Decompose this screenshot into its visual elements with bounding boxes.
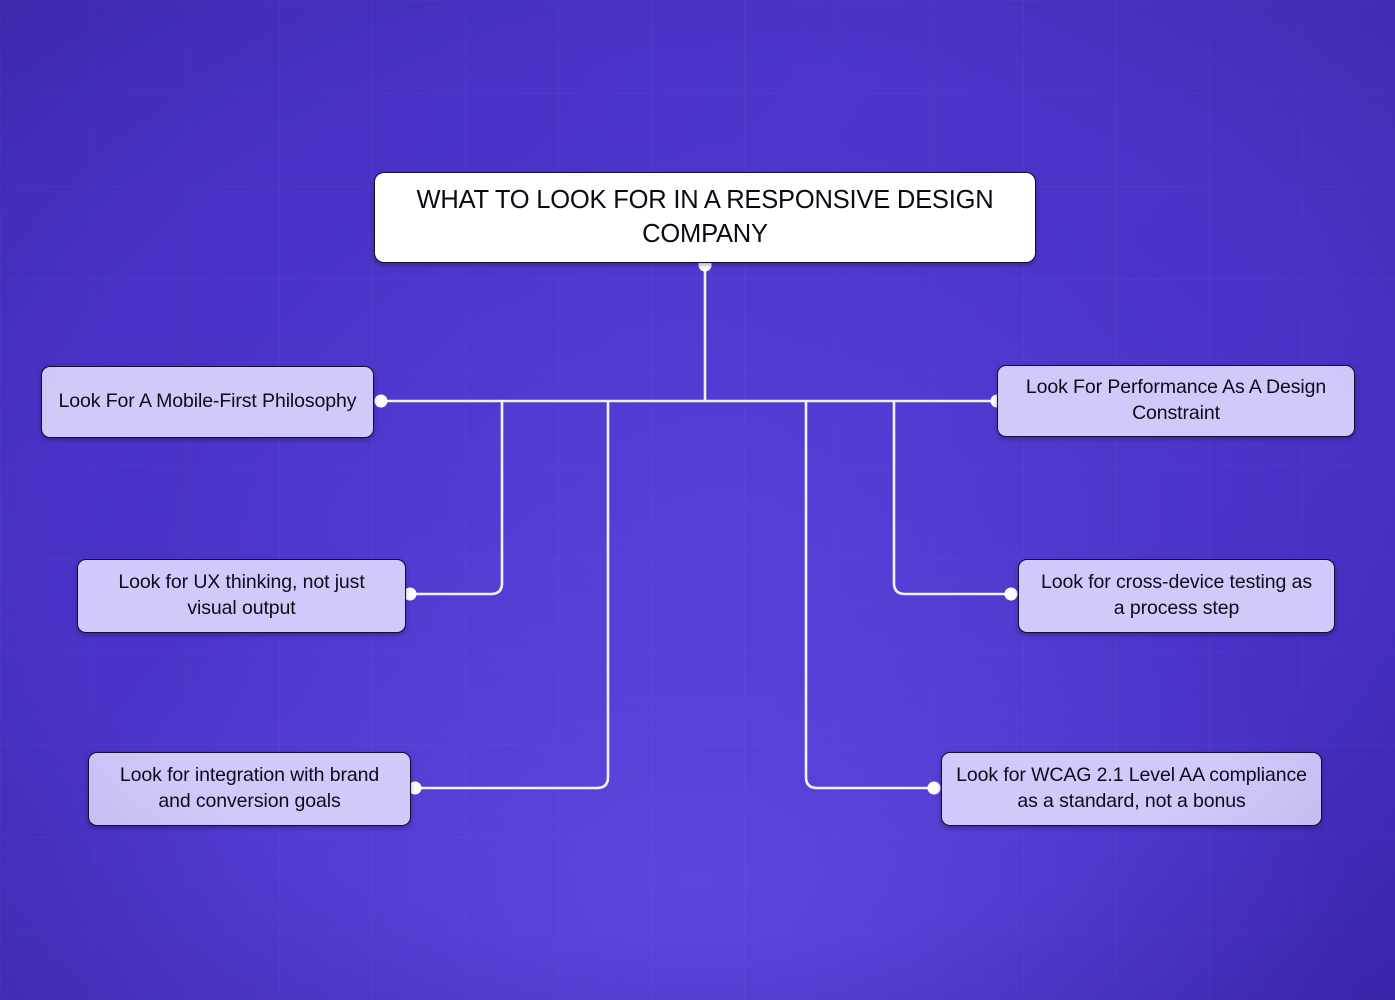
branch-node-cross-device[interactable]: Look for cross-device testing as a proce… (1018, 559, 1335, 633)
connector-dot-wcag (927, 781, 941, 795)
connector-left-brand-goals (413, 399, 610, 790)
branch-node-performance[interactable]: Look For Performance As A Design Constra… (997, 365, 1355, 437)
connector-right-cross-device (892, 399, 1013, 596)
connector-dot-mobile-first (374, 394, 388, 408)
connector-left-ux-thinking (408, 399, 504, 596)
connector-dot-cross-device (1004, 587, 1018, 601)
branch-node-ux-thinking[interactable]: Look for UX thinking, not just visual ou… (77, 559, 406, 633)
branch-node-mobile-first[interactable]: Look For A Mobile-First Philosophy (41, 366, 374, 438)
connector-right-wcag (804, 399, 936, 790)
root-node-title[interactable]: WHAT TO LOOK FOR IN A RESPONSIVE DESIGN … (374, 172, 1036, 263)
branch-node-brand-goals[interactable]: Look for integration with brand and conv… (88, 752, 411, 826)
branch-node-wcag[interactable]: Look for WCAG 2.1 Level AA compliance as… (941, 752, 1322, 826)
